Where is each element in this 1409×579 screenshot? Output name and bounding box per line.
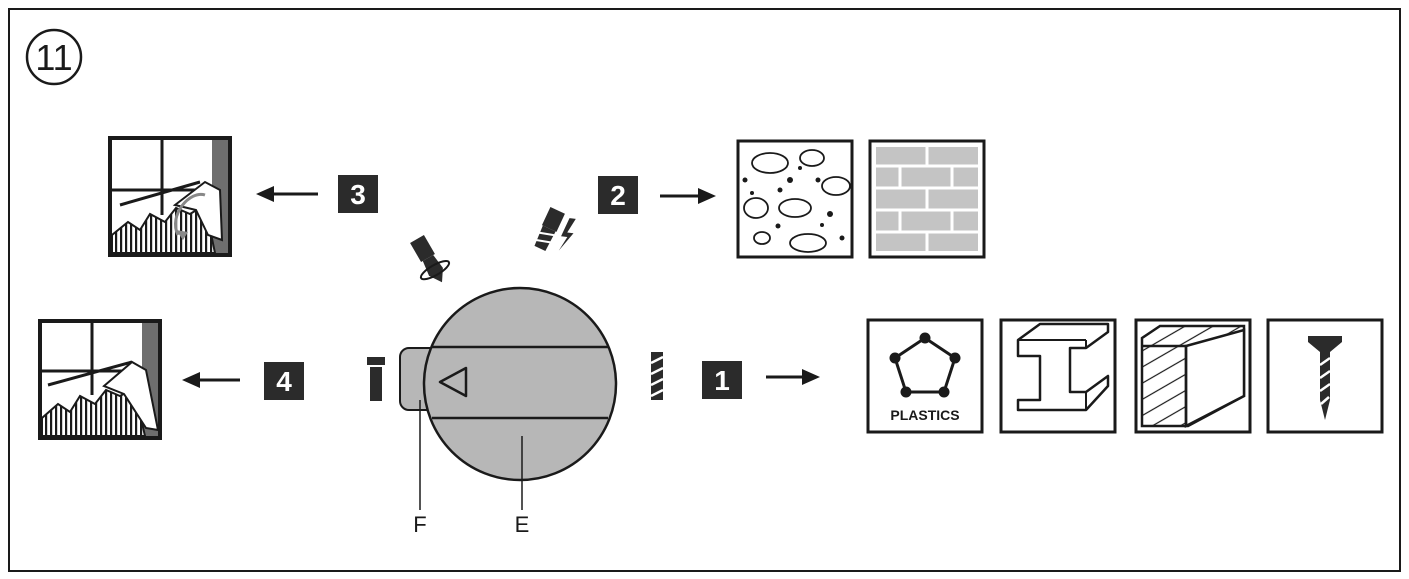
concrete-icon <box>736 139 854 259</box>
mode-badge-2-number: 2 <box>610 180 626 211</box>
figure-number-text: 11 <box>35 37 72 78</box>
hammer-drill-icon <box>534 206 576 251</box>
mode-badge-4: 4 <box>264 362 304 400</box>
plastics-icon: PLASTICS <box>866 318 984 434</box>
arrow-left-4 <box>182 372 240 388</box>
mode-badge-4-number: 4 <box>276 366 292 397</box>
mode-badge-2: 2 <box>598 176 638 214</box>
steel-beam-icon <box>999 318 1117 434</box>
arrow-right-2 <box>660 188 716 204</box>
figure-number: 11 <box>25 28 83 86</box>
mode-selector-knob[interactable] <box>422 286 618 482</box>
arrow-right-1 <box>766 369 820 385</box>
arrow-left-3 <box>256 186 318 202</box>
chiseling-icon <box>38 319 162 440</box>
chisel-icon <box>367 357 385 401</box>
mode-badge-1-number: 1 <box>714 365 730 396</box>
callout-f: F <box>413 512 426 537</box>
plastics-label: PLASTICS <box>890 407 959 423</box>
chisel-rotate-icon <box>410 234 451 283</box>
wood-icon <box>1134 318 1252 434</box>
pointer-triangle-icon <box>438 366 468 398</box>
chiseling-adjust-icon <box>108 136 232 257</box>
brick-icon <box>868 139 986 259</box>
mode-badge-3-number: 3 <box>350 179 366 210</box>
mode-badge-3: 3 <box>338 175 378 213</box>
callout-e: E <box>515 512 530 537</box>
screw-icon <box>1266 318 1384 434</box>
mode-badge-1: 1 <box>702 361 742 399</box>
figure-frame <box>8 8 1401 572</box>
drill-icon <box>650 352 664 400</box>
